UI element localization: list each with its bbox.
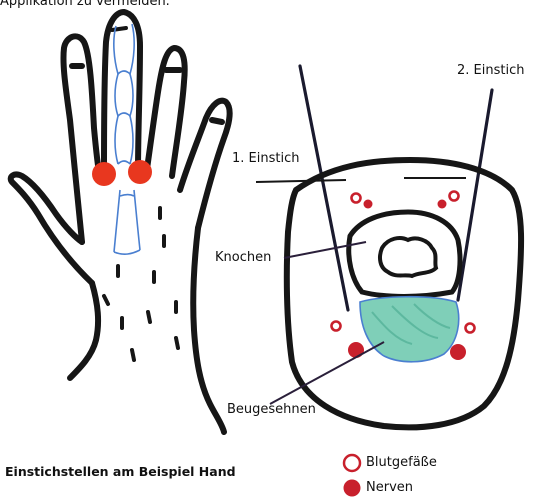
first-injection-marker bbox=[256, 180, 346, 182]
hand-drawing bbox=[11, 12, 230, 432]
palm-left-edge bbox=[70, 283, 98, 378]
label-bone: Knochen bbox=[215, 250, 271, 265]
label-second-injection: 2. Einstich bbox=[457, 63, 524, 78]
beugesehnen-pointer bbox=[270, 342, 384, 404]
tendon-area bbox=[360, 297, 459, 362]
cross-section-outline bbox=[287, 160, 521, 427]
label-flexor-tendons: Beugesehnen bbox=[227, 402, 316, 417]
needle-2 bbox=[458, 90, 492, 300]
legend-nerve-label: Nerven bbox=[366, 480, 413, 495]
legend-nerve-symbol bbox=[344, 480, 361, 497]
figure-caption: Einstichstellen am Beispiel Hand bbox=[5, 464, 236, 479]
legend-vessel-label: Blutgefäße bbox=[366, 455, 437, 470]
bone-inner bbox=[380, 238, 436, 276]
intro-text-fragment: Applikation zu vermeiden. bbox=[0, 0, 170, 9]
injection-point-left bbox=[92, 162, 116, 186]
hand-wrinkles bbox=[104, 208, 178, 360]
legend-vessel-symbol bbox=[344, 455, 360, 471]
label-first-injection: 1. Einstich bbox=[232, 151, 299, 166]
bone-outer bbox=[349, 212, 460, 297]
knochen-pointer bbox=[284, 242, 366, 258]
needle-1 bbox=[300, 66, 348, 310]
injection-point-right bbox=[128, 160, 152, 184]
